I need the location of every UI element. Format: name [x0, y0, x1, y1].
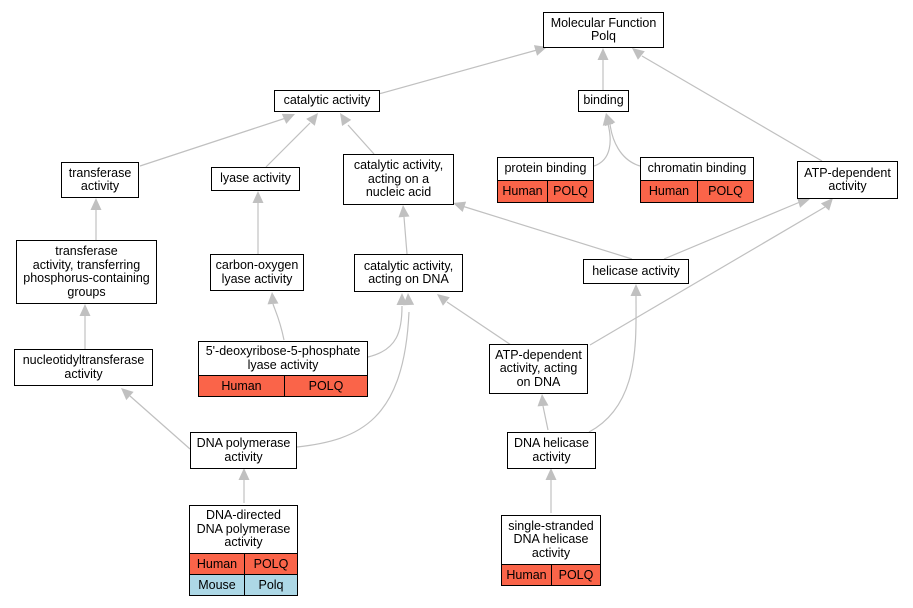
tag-gene: POLQ [244, 553, 298, 575]
edge-arrowhead [79, 304, 91, 316]
edge-arrowhead [281, 113, 295, 124]
tag-species: Mouse [189, 574, 245, 596]
tag-gene: POLQ [697, 180, 754, 203]
edge-line [588, 295, 637, 433]
edge-arrowhead [306, 113, 318, 126]
edge-arrowhead [121, 388, 134, 401]
edge-line [663, 201, 801, 260]
node-dna-directed-polymerase[interactable]: DNA-directed DNA polymerase activity [189, 505, 298, 554]
edge-arrowhead [437, 294, 450, 306]
node-ss-dna-helicase[interactable]: single-stranded DNA helicase activity [501, 515, 601, 565]
node-dna-helicase[interactable]: DNA helicase activity [507, 432, 596, 469]
tag-gene: POLQ [284, 375, 368, 397]
tag-species: Human [497, 180, 548, 203]
edge-arrowhead [238, 468, 250, 480]
edge-line [374, 49, 538, 96]
tag-gene: Polq [244, 574, 298, 596]
edge-line [542, 405, 549, 431]
edge-line [609, 123, 641, 167]
edge-line [139, 117, 287, 167]
node-transferase-phosphorus[interactable]: transferase activity, transferring phosp… [16, 240, 157, 304]
node-dna-polymerase[interactable]: DNA polymerase activity [190, 432, 297, 469]
edge-arrowhead [267, 292, 279, 305]
tag-species: Human [640, 180, 698, 203]
edge-line [593, 123, 611, 167]
edge-arrowhead [630, 284, 642, 296]
edge-line [296, 311, 410, 448]
node-atp-dependent-dna[interactable]: ATP-dependent activity, acting on DNA [489, 344, 588, 394]
edge-arrowhead [820, 198, 833, 211]
node-binding[interactable]: binding [578, 90, 629, 112]
edge-arrowhead [604, 113, 616, 127]
edge-line [403, 216, 408, 255]
edge-arrowhead [90, 198, 102, 210]
edge-arrowhead [796, 197, 810, 208]
edge-line [461, 205, 633, 260]
tag-species: Human [501, 564, 552, 586]
node-chromatin-binding[interactable]: chromatin binding [640, 157, 754, 181]
edge-arrowhead [597, 48, 609, 60]
edge-arrowhead [453, 201, 467, 213]
edge-line [589, 206, 826, 346]
tag-gene: POLQ [547, 180, 594, 203]
edge-line [347, 124, 375, 155]
edge-arrowhead [252, 191, 264, 203]
edge-line [641, 55, 823, 162]
edge-arrowhead [396, 293, 408, 305]
edge-line [367, 305, 403, 358]
node-catalytic-activity[interactable]: catalytic activity [274, 90, 380, 112]
edge-line [446, 301, 512, 346]
tag-species: Human [198, 375, 285, 397]
edge-line [272, 303, 285, 341]
edge-arrowhead [340, 113, 352, 127]
edge-line [265, 122, 311, 168]
node-molecular-function[interactable]: Molecular Function Polq [543, 12, 664, 48]
edge-arrowhead [632, 48, 645, 60]
node-deoxyribose-lyase[interactable]: 5'-deoxyribose-5-phosphate lyase activit… [198, 341, 368, 376]
edge-arrowhead [537, 394, 549, 407]
tag-species: Human [189, 553, 245, 575]
node-lyase-activity[interactable]: lyase activity [211, 167, 300, 191]
node-atp-dependent[interactable]: ATP-dependent activity [797, 161, 898, 199]
node-catalytic-nucleic-acid[interactable]: catalytic activity, acting on a nucleic … [343, 154, 454, 205]
edge-arrowhead [545, 468, 557, 480]
node-catalytic-dna[interactable]: catalytic activity, acting on DNA [354, 254, 463, 292]
node-carbon-oxygen-lyase[interactable]: carbon-oxygen lyase activity [210, 254, 304, 291]
node-nucleotidyltransferase[interactable]: nucleotidyltransferase activity [14, 349, 153, 386]
edge-line [129, 395, 191, 450]
edge-arrowhead [398, 205, 410, 218]
node-transferase-activity[interactable]: transferase activity [61, 162, 139, 198]
node-protein-binding[interactable]: protein binding [497, 157, 594, 181]
tag-gene: POLQ [551, 564, 601, 586]
node-helicase-activity[interactable]: helicase activity [583, 259, 689, 284]
